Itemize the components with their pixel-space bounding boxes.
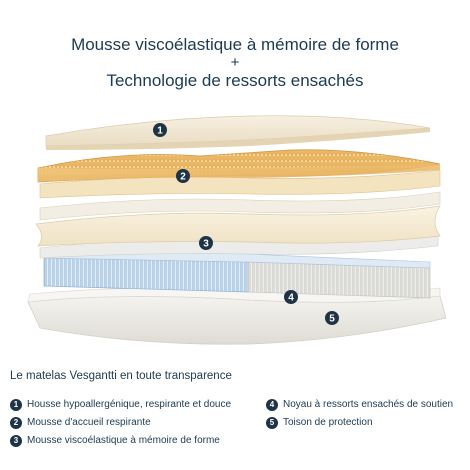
layer-2-comfort-foam: [37, 149, 441, 199]
legend-right: 4 Noyau à ressorts ensachés de soutien 5…: [266, 396, 453, 432]
mattress-layers-illustration: 1 2 3 4 5: [27, 115, 447, 345]
legend-item-2: 2 Mousse d'accueil respirante: [10, 414, 231, 431]
layer-badge-3: 3: [199, 236, 213, 250]
layer-badge-label: 4: [288, 293, 294, 304]
legend-left: 1 Housse hypoallergénique, respirante et…: [10, 396, 231, 450]
legend-label: Mousse d'accueil respirante: [27, 417, 151, 428]
layer-badge-label: 3: [203, 239, 209, 250]
layer-badge-label: 2: [180, 172, 186, 183]
legend-item-1: 1 Housse hypoallergénique, respirante et…: [10, 396, 231, 413]
layer-badge-4: 4: [284, 290, 298, 304]
title-plus: +: [230, 54, 240, 71]
legend-label: Noyau à ressorts ensachés de soutien: [283, 399, 454, 410]
layer-badge-2: 2: [176, 169, 190, 183]
number-badge-icon: 3: [10, 434, 22, 447]
legend-item-4: 4 Noyau à ressorts ensachés de soutien: [266, 396, 453, 413]
layer-1-cover: [45, 115, 431, 150]
number-badge-icon: 2: [10, 416, 22, 429]
layer-badge-label: 5: [329, 314, 335, 325]
layer-badge-1: 1: [153, 123, 167, 137]
layer-5-fleece: [27, 287, 447, 345]
legend-item-3: 3 Mousse viscoélastique à mémoire de for…: [10, 432, 231, 449]
number-badge-icon: 1: [10, 398, 22, 411]
layer-badge-label: 1: [157, 126, 163, 137]
legend-label: Toison de protection: [283, 417, 373, 428]
layer-3-memory-foam: [35, 191, 441, 247]
legend-label: Mousse viscoélastique à mémoire de forme: [27, 435, 220, 446]
legend-label: Housse hypoallergénique, respirante et d…: [27, 399, 232, 410]
title-block: Mousse viscoélastique à mémoire de forme…: [0, 34, 470, 92]
layer-4-spring-core: [43, 251, 431, 299]
layer-badges: 1 2 3 4 5: [153, 123, 339, 325]
section-heading: Le matelas Vesgantti en toute transparen…: [10, 370, 232, 382]
number-badge-icon: 4: [266, 398, 278, 411]
title-line-1: Mousse viscoélastique à mémoire de forme: [71, 35, 399, 54]
number-badge-icon: 5: [266, 416, 278, 429]
title-line-2: Technologie de ressorts ensachés: [106, 71, 364, 90]
legend-item-5: 5 Toison de protection: [266, 414, 453, 431]
layer-badge-5: 5: [325, 311, 339, 325]
